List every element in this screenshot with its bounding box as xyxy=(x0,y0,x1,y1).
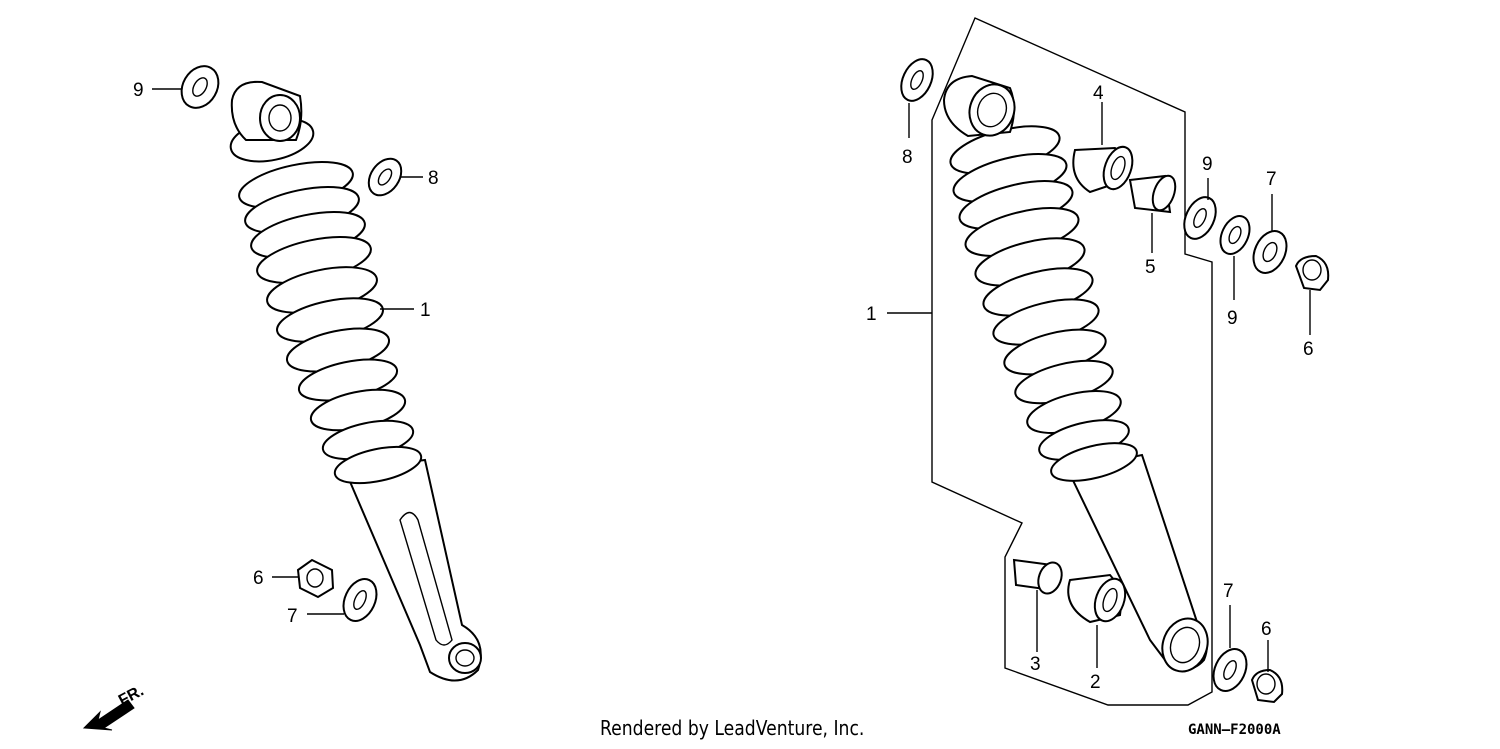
left-washer-9[interactable] xyxy=(174,59,225,114)
right-callout-6b: 6 xyxy=(1261,619,1272,640)
right-washer-7b[interactable] xyxy=(1207,644,1253,697)
right-cap-nut-6a[interactable] xyxy=(1294,254,1330,292)
right-callout-8: 8 xyxy=(902,147,913,168)
left-washer-8[interactable] xyxy=(362,153,408,202)
right-callout-9b: 9 xyxy=(1227,308,1238,329)
right-bushing-4[interactable] xyxy=(1072,143,1137,194)
left-callout-7: 7 xyxy=(287,606,298,627)
footer-rendered-by: Rendered by LeadVenture, Inc. xyxy=(600,716,865,740)
right-shock-absorber[interactable] xyxy=(942,74,1215,678)
diagram-code: GANN–F2000A xyxy=(1188,722,1281,738)
right-bushing-2[interactable] xyxy=(1067,573,1130,626)
left-callout-1: 1 xyxy=(420,300,431,321)
right-washer-7a[interactable] xyxy=(1247,226,1293,279)
right-washer-8[interactable] xyxy=(895,54,939,106)
right-callout-3: 3 xyxy=(1030,654,1041,675)
right-washer-9b[interactable] xyxy=(1215,211,1255,258)
right-collar-5[interactable] xyxy=(1128,173,1180,214)
right-callout-9a: 9 xyxy=(1202,154,1213,175)
right-washer-9a[interactable] xyxy=(1178,192,1222,244)
right-cap-nut-6b[interactable] xyxy=(1250,668,1284,704)
right-callout-1: 1 xyxy=(866,304,877,325)
front-direction-arrow-icon: FR. xyxy=(82,682,147,731)
left-callout-6: 6 xyxy=(253,568,264,589)
right-callout-5: 5 xyxy=(1145,257,1156,278)
right-callout-7b: 7 xyxy=(1223,581,1234,602)
left-cap-nut-6[interactable] xyxy=(296,558,335,599)
right-callout-2: 2 xyxy=(1090,672,1101,693)
right-callout-4: 4 xyxy=(1093,83,1104,104)
left-washer-7[interactable] xyxy=(337,574,383,627)
left-callout-8: 8 xyxy=(428,168,439,189)
right-callout-6a: 6 xyxy=(1303,339,1314,360)
right-callout-7a: 7 xyxy=(1266,169,1277,190)
left-callout-9: 9 xyxy=(133,80,144,101)
assembly-boundary xyxy=(931,17,1213,706)
left-shock-absorber[interactable] xyxy=(227,80,482,682)
right-collar-3[interactable] xyxy=(1012,558,1066,597)
